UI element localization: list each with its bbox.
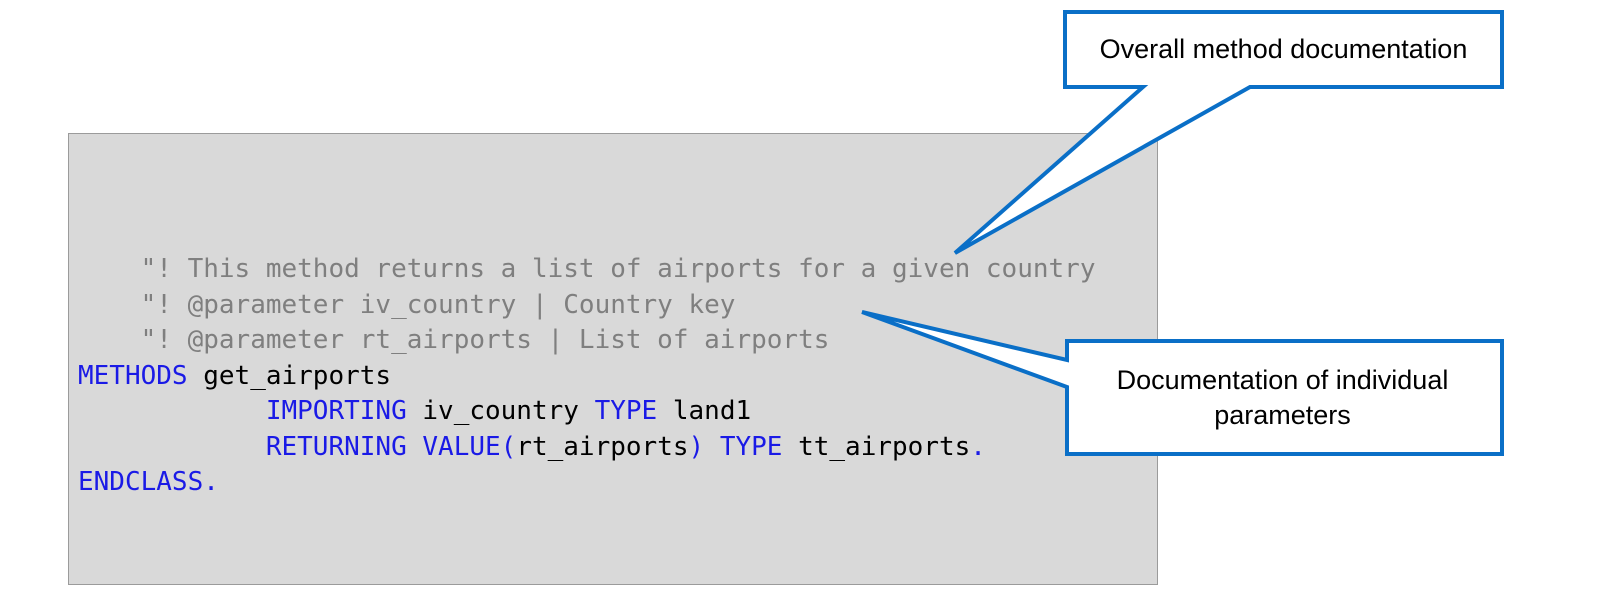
code-token-plain: rt_airports (516, 431, 689, 462)
code-token-comment: "! This method returns a list of airport… (140, 254, 1096, 284)
code-token-keyword: TYPE (719, 431, 783, 462)
code-line: "! @parameter iv_country | Country key (78, 288, 1095, 324)
code-block: "! This method returns a list of airport… (78, 252, 1095, 501)
code-token-keyword: METHODS (78, 360, 188, 391)
code-token-plain: iv_country (406, 396, 595, 426)
code-token-keyword: ) (688, 431, 705, 462)
code-token-comment: "! @parameter iv_country | Country key (140, 289, 736, 320)
code-token-plain: land1 (657, 396, 752, 426)
code-token-plain: tt_airports (782, 431, 971, 462)
code-line: METHODS get_airports (78, 359, 1095, 395)
code-token-comment: "! @parameter rt_airports | List of airp… (140, 325, 830, 355)
code-line: ENDCLASS. (78, 465, 1095, 501)
code-token-keyword: VALUE( (422, 431, 517, 462)
code-token-keyword: . (970, 431, 986, 462)
code-panel (68, 133, 1158, 585)
code-token-keyword: TYPE (594, 396, 658, 426)
code-token-keyword: RETURNING (265, 431, 407, 462)
callout-param-doc-shape (861, 310, 1504, 456)
code-line: "! This method returns a list of airport… (78, 252, 1096, 288)
code-token-plain: get_airports (187, 360, 392, 391)
code-line: RETURNING VALUE(rt_airports) TYPE tt_air… (78, 430, 1095, 466)
code-line: IMPORTING iv_country TYPE land1 (78, 394, 1095, 430)
code-line: "! @parameter rt_airports | List of airp… (78, 323, 1095, 359)
callout-param-doc-text: Documentation of individual parameters (1116, 364, 1449, 430)
code-token-keyword: ENDCLASS. (78, 467, 219, 497)
callout-method-doc-shape (953, 10, 1504, 255)
callout-method-doc-text: Overall method documentation (1099, 34, 1468, 64)
code-token-keyword: IMPORTING (265, 396, 407, 426)
